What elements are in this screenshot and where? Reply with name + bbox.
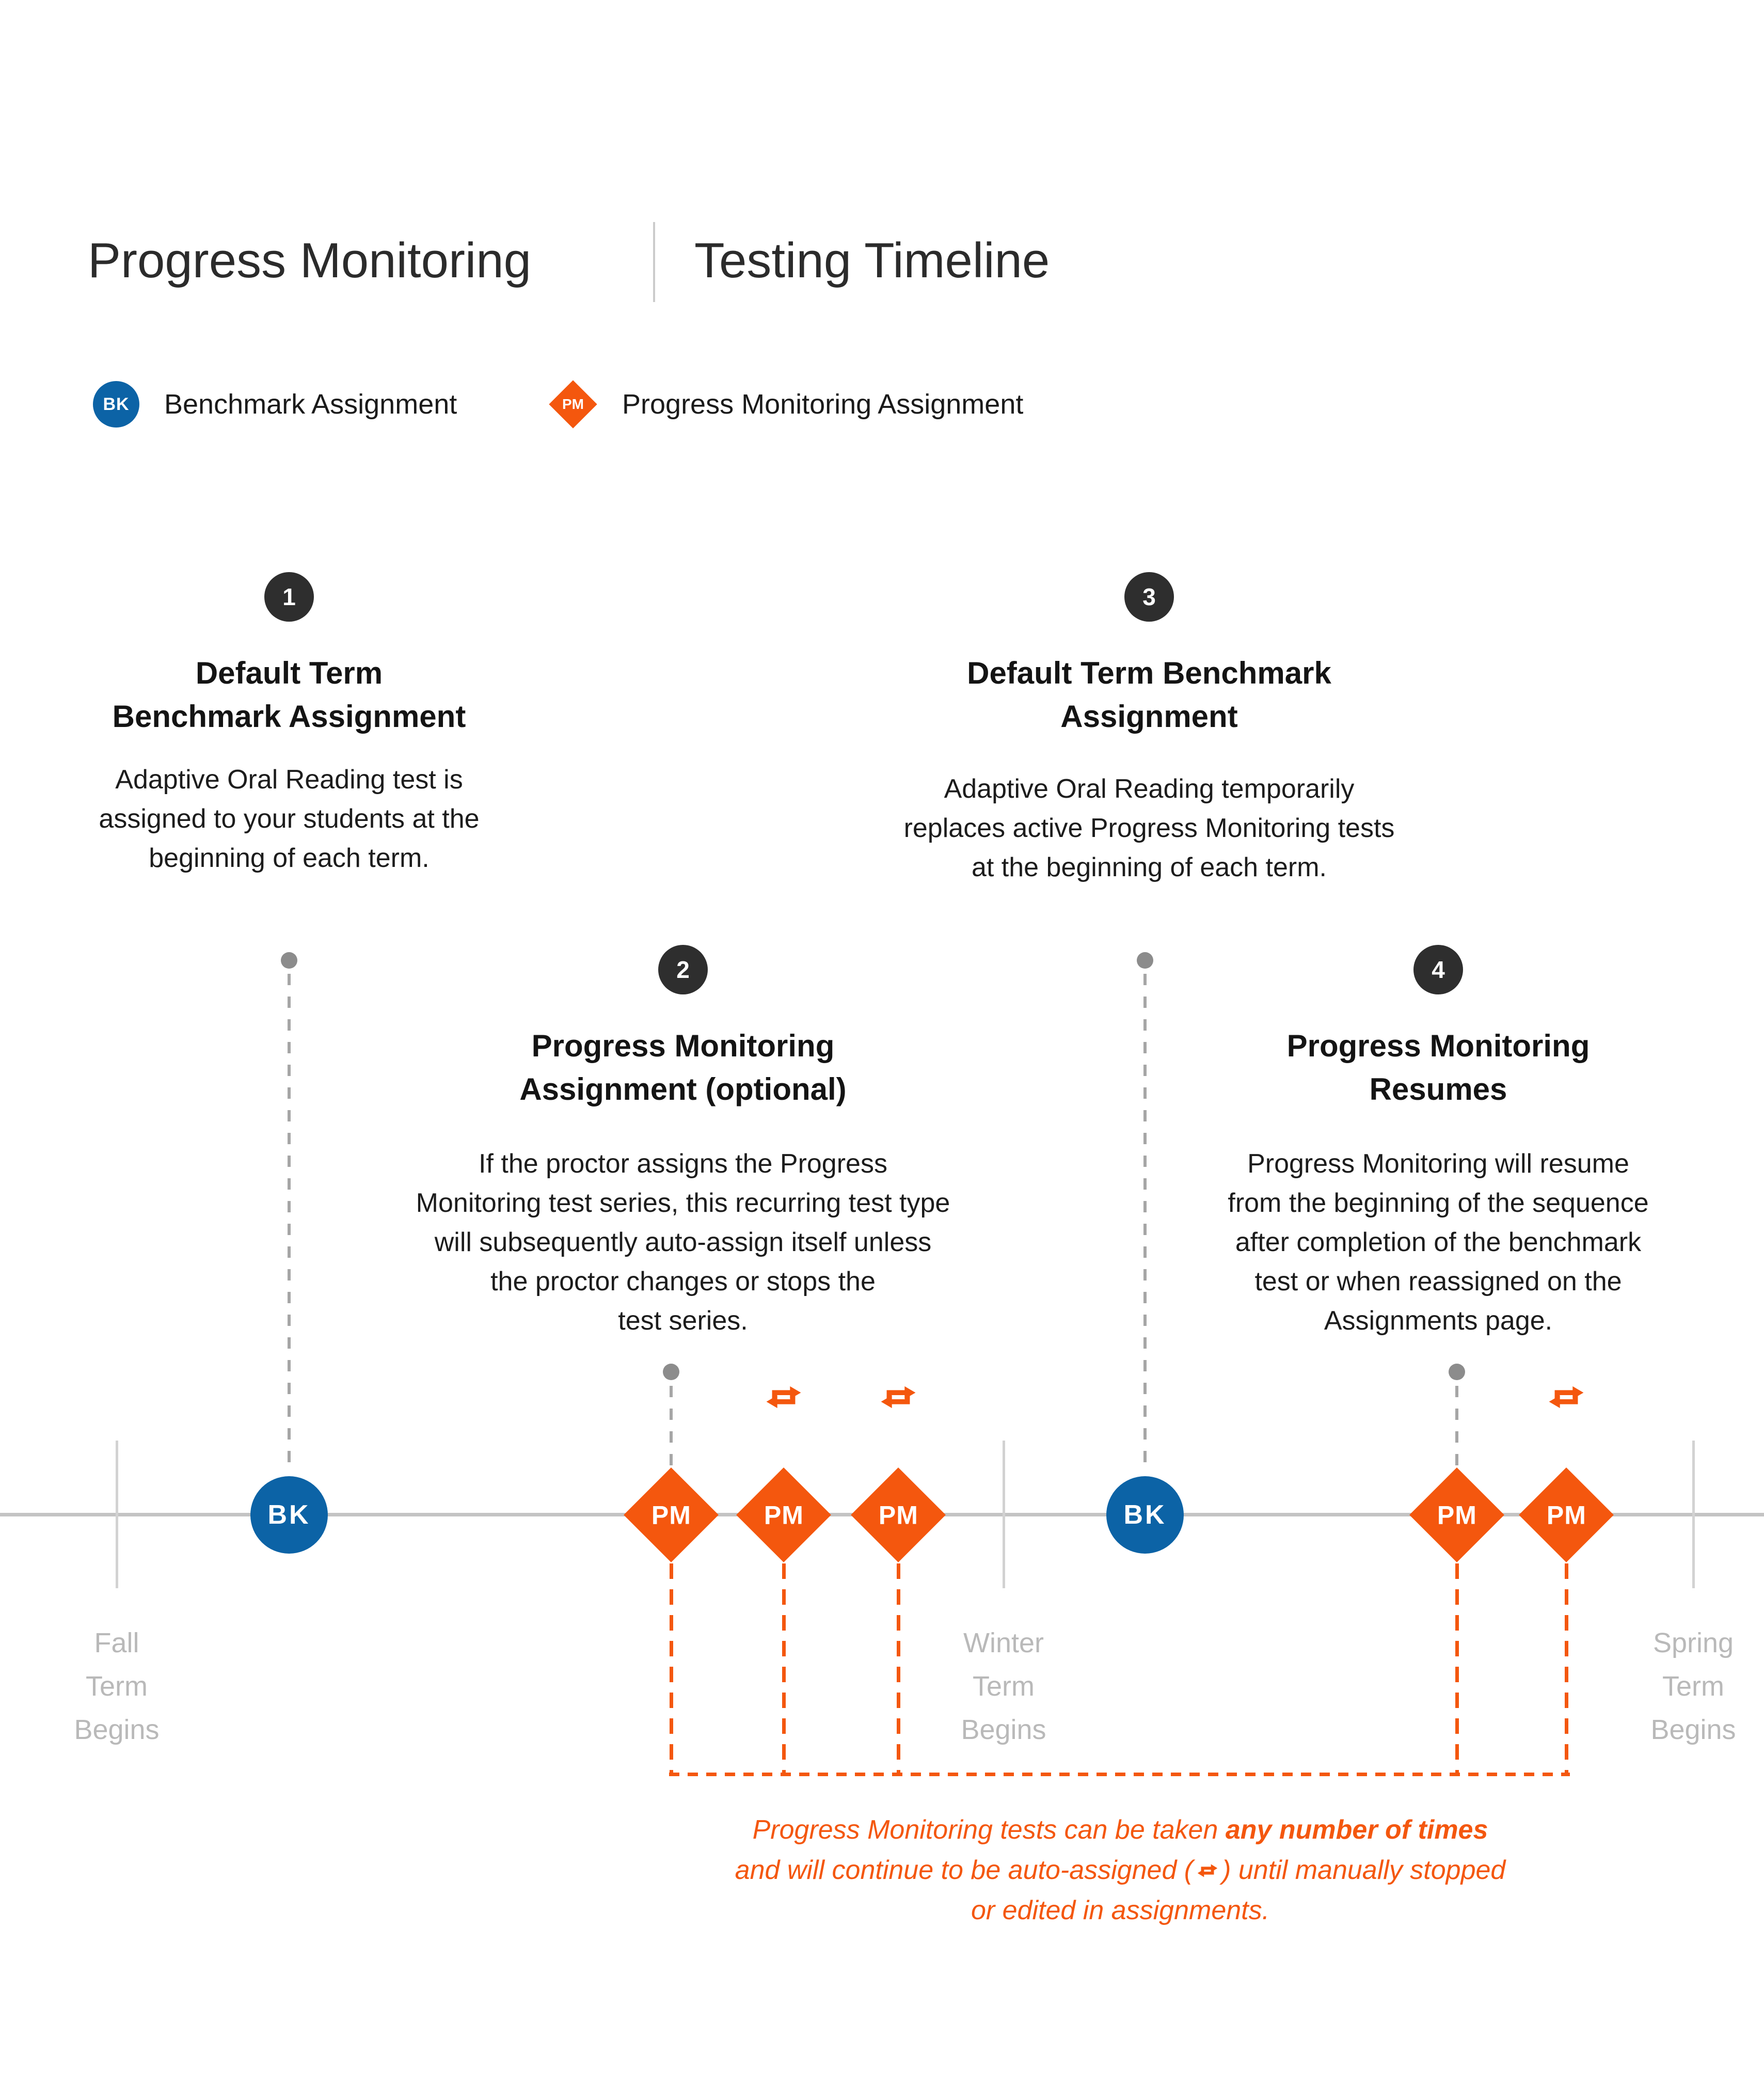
step-3-title: Default Term Benchmark Assignment xyxy=(967,656,1331,734)
connector-dot-step1 xyxy=(281,952,297,969)
step-1-title: Default Term Benchmark Assignment xyxy=(112,656,466,734)
term-tick-spring xyxy=(1692,1441,1695,1588)
step-1-body: Adaptive Oral Reading test is assigned t… xyxy=(99,765,480,873)
page-title-left: Progress Monitoring xyxy=(88,233,532,288)
pm-dotted-line xyxy=(1455,1563,1459,1773)
marker-label: PM xyxy=(764,1500,804,1529)
title-divider xyxy=(653,222,655,302)
marker-label: BK xyxy=(1123,1500,1167,1530)
repeat-icon xyxy=(881,1386,916,1409)
footnote-line-3: or edited in assignments. xyxy=(656,1890,1585,1931)
repeat-icon xyxy=(1549,1386,1584,1409)
legend-bk-badge-label: BK xyxy=(103,394,130,414)
step-3-number-badge: 3 xyxy=(1124,572,1174,622)
pm-dotted-line xyxy=(897,1563,900,1773)
timeline-marker-pm-4: PM xyxy=(1409,1467,1504,1562)
timeline-marker-bk-fall: BK xyxy=(250,1476,328,1554)
step-3-number: 3 xyxy=(1142,583,1156,610)
timeline-marker-pm-3: PM xyxy=(851,1467,946,1562)
footnote-text: ) until manually stopped xyxy=(1222,1855,1506,1885)
step-4-number-badge: 4 xyxy=(1413,945,1463,994)
marker-label: PM xyxy=(651,1500,691,1529)
step-2-number-badge: 2 xyxy=(658,945,708,994)
marker-label: BK xyxy=(267,1500,311,1530)
term-tick-winter xyxy=(1003,1441,1005,1588)
pm-dotted-line xyxy=(670,1563,673,1773)
connector-dot-step2 xyxy=(663,1364,679,1380)
legend-pm-badge: PM xyxy=(549,380,597,429)
step-4-number: 4 xyxy=(1432,956,1445,983)
marker-label: PM xyxy=(1546,1500,1586,1529)
term-label-winter: Winter Term Begins xyxy=(961,1627,1046,1745)
legend-pm-badge-label: PM xyxy=(562,396,584,412)
pm-dotted-bracket xyxy=(669,1773,1570,1776)
legend-bk-badge: BK xyxy=(93,381,139,428)
footnote-text: Progress Monitoring tests can be taken xyxy=(752,1815,1226,1845)
term-label-fall: Fall Term Begins xyxy=(74,1627,160,1745)
step-1-number-badge: 1 xyxy=(264,572,314,622)
footnote-line-1: Progress Monitoring tests can be taken a… xyxy=(656,1810,1585,1850)
connector-line-step4 xyxy=(1455,1386,1458,1467)
connector-line-step1 xyxy=(288,974,291,1473)
step-3-body: Adaptive Oral Reading temporarily replac… xyxy=(903,774,1395,882)
timeline-marker-pm-5: PM xyxy=(1519,1467,1614,1562)
step-2-number: 2 xyxy=(676,956,690,983)
timeline-marker-bk-winter: BK xyxy=(1106,1476,1184,1554)
pm-dotted-line xyxy=(782,1563,786,1773)
step-2-title: Progress Monitoring Assignment (optional… xyxy=(519,1029,847,1106)
legend-pm-label: Progress Monitoring Assignment xyxy=(622,389,1024,420)
timeline-marker-pm-1: PM xyxy=(624,1467,719,1562)
step-4-body: Progress Monitoring will resume from the… xyxy=(1228,1149,1649,1336)
timeline-marker-pm-2: PM xyxy=(736,1467,831,1562)
repeat-icon xyxy=(766,1386,801,1409)
page-title-right: Testing Timeline xyxy=(694,233,1050,288)
connector-line-step3 xyxy=(1143,974,1147,1473)
footnote: Progress Monitoring tests can be taken a… xyxy=(656,1810,1585,1931)
term-label-spring: Spring Term Begins xyxy=(1650,1627,1736,1745)
step-2-body: If the proctor assigns the Progress Moni… xyxy=(416,1149,950,1336)
footnote-line-2: and will continue to be auto-assigned ()… xyxy=(656,1850,1585,1890)
footnote-text: and will continue to be auto-assigned ( xyxy=(735,1855,1194,1885)
repeat-icon xyxy=(1197,1864,1218,1877)
connector-dot-step3 xyxy=(1137,952,1153,969)
footnote-bold-text: any number of times xyxy=(1225,1815,1488,1845)
connector-line-step2 xyxy=(670,1386,673,1467)
step-4-title: Progress Monitoring Resumes xyxy=(1286,1029,1590,1106)
footnote-text: or edited in assignments. xyxy=(971,1895,1270,1925)
step-1-number: 1 xyxy=(282,583,296,610)
term-tick-fall xyxy=(116,1441,118,1588)
marker-label: PM xyxy=(878,1500,918,1529)
pm-dotted-line xyxy=(1565,1563,1568,1773)
legend-bk-label: Benchmark Assignment xyxy=(164,389,457,420)
marker-label: PM xyxy=(1437,1500,1477,1529)
connector-dot-step4 xyxy=(1449,1364,1465,1380)
